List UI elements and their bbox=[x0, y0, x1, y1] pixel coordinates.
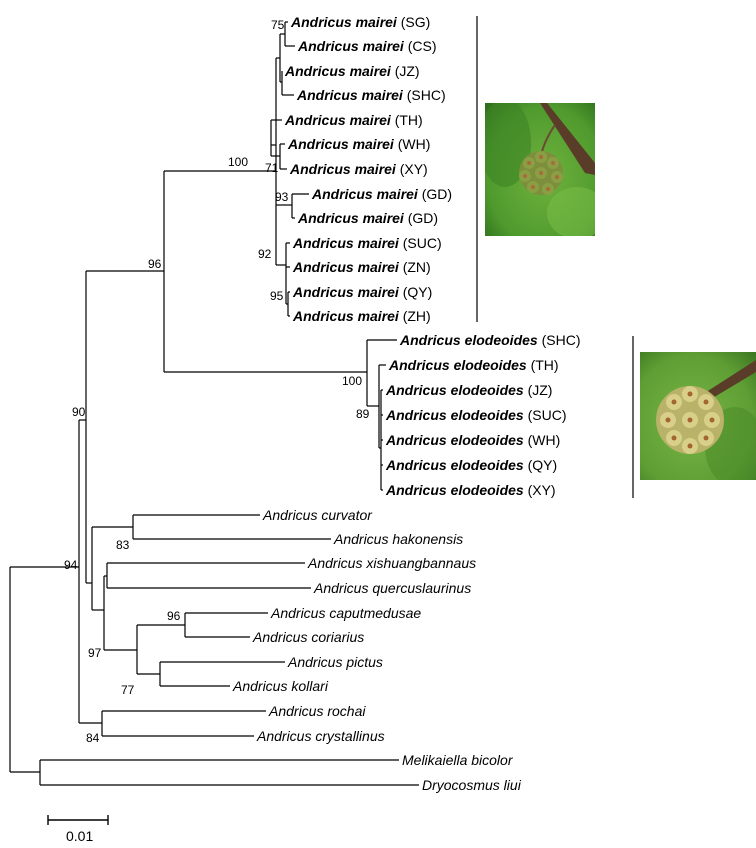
scale-bar: 0.01 bbox=[47, 815, 109, 844]
tip-label: Andricus elodeoides (QY) bbox=[385, 457, 557, 473]
bootstrap-value: 84 bbox=[86, 731, 100, 745]
gall-photo-andricus-mairei-image bbox=[485, 103, 595, 236]
tip-label: Andricus mairei (WH) bbox=[287, 136, 430, 152]
tip-label: Andricus hakonensis bbox=[333, 531, 463, 547]
gall-photo-andricus-elodeoides-image bbox=[640, 352, 756, 480]
tip-label: Andricus mairei (JZ) bbox=[284, 63, 420, 79]
bootstrap-value: 89 bbox=[356, 407, 370, 421]
clade-brackets bbox=[476, 16, 634, 498]
tip-label: Andricus mairei (QY) bbox=[292, 284, 432, 300]
gall-photo-andricus-mairei bbox=[485, 103, 595, 236]
tip-label: Andricus elodeoides (SHC) bbox=[399, 332, 580, 348]
bootstrap-labels: 75 71 100 93 92 95 96 100 89 90 83 96 97 77 94 84 bbox=[64, 18, 370, 745]
bootstrap-value: 90 bbox=[72, 405, 86, 419]
tip-label: Andricus mairei (SUC) bbox=[292, 235, 442, 251]
bootstrap-value: 97 bbox=[88, 646, 102, 660]
tip-label: Andricus mairei (XY) bbox=[289, 161, 428, 177]
tip-label: Andricus coriarius bbox=[252, 629, 364, 645]
tip-label: Andricus curvator bbox=[262, 507, 373, 523]
tip-labels: Andricus mairei (SG) Andricus mairei (CS)… bbox=[232, 14, 580, 793]
tip-label: Andricus mairei (SHC) bbox=[296, 87, 446, 103]
tip-label: Andricus rochai bbox=[268, 703, 366, 719]
bootstrap-value: 71 bbox=[265, 161, 279, 175]
tip-label: Andricus elodeoides (SUC) bbox=[385, 407, 566, 423]
bootstrap-value: 95 bbox=[270, 289, 284, 303]
tip-label: Andricus mairei (CS) bbox=[297, 38, 437, 54]
tip-label: Andricus mairei (GD) bbox=[311, 186, 452, 202]
tip-label: Andricus elodeoides (TH) bbox=[388, 357, 559, 373]
bootstrap-value: 92 bbox=[258, 247, 272, 261]
scale-bar-label: 0.01 bbox=[66, 828, 93, 844]
tip-label: Andricus mairei (SG) bbox=[290, 14, 430, 30]
tip-label: Andricus mairei (GD) bbox=[297, 210, 438, 226]
tip-label: Andricus pictus bbox=[287, 654, 383, 670]
bootstrap-value: 83 bbox=[116, 538, 130, 552]
tip-label: Andricus crystallinus bbox=[256, 728, 385, 744]
tip-label: Andricus caputmedusae bbox=[270, 605, 421, 621]
tip-label: Melikaiella bicolor bbox=[402, 752, 514, 768]
tip-label: Andricus mairei (ZN) bbox=[292, 259, 431, 275]
tree-branches bbox=[9, 21, 419, 786]
bootstrap-value: 100 bbox=[228, 155, 248, 169]
bootstrap-value: 100 bbox=[342, 374, 362, 388]
tip-label: Andricus elodeoides (XY) bbox=[385, 482, 556, 498]
tip-label: Andricus kollari bbox=[232, 678, 329, 694]
tip-label: Andricus mairei (ZH) bbox=[292, 308, 431, 324]
bootstrap-value: 75 bbox=[271, 18, 285, 32]
tip-label: Andricus xishuangbannaus bbox=[307, 555, 476, 571]
bootstrap-value: 94 bbox=[64, 558, 78, 572]
gall-photo-andricus-elodeoides bbox=[640, 352, 756, 480]
tip-label: Andricus mairei (TH) bbox=[284, 112, 423, 128]
bootstrap-value: 77 bbox=[121, 683, 135, 697]
tip-label: Andricus quercuslaurinus bbox=[313, 580, 471, 596]
tip-label: Andricus elodeoides (JZ) bbox=[385, 382, 552, 398]
tip-label: Dryocosmus liui bbox=[422, 777, 522, 793]
tip-label: Andricus elodeoides (WH) bbox=[385, 432, 560, 448]
bootstrap-value: 96 bbox=[148, 257, 162, 271]
bootstrap-value: 93 bbox=[275, 190, 289, 204]
bootstrap-value: 96 bbox=[167, 609, 181, 623]
